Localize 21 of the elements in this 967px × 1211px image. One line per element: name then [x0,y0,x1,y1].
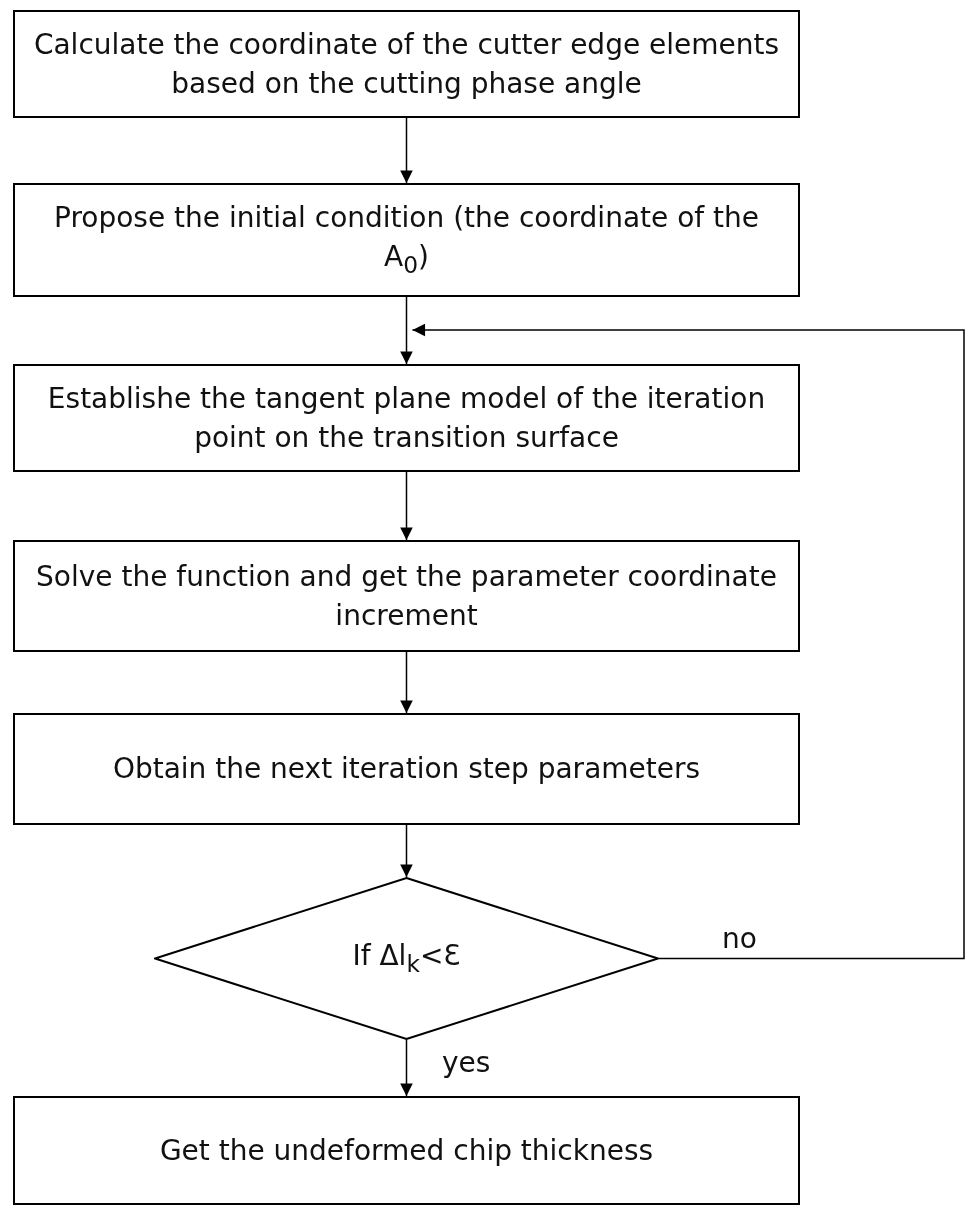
step-text: Propose the initial condition (the coordinate of the A$_{0}$) [53,200,760,282]
step-text: Calculate the coordinate of the cutter edge elements based on the cutting phase angle [32,26,781,102]
arrow [400,1039,413,1097]
arrow [400,824,413,878]
step-text: Solve the function and get the parameter coordinate increment [35,558,778,634]
arrow [400,117,413,184]
process-box [13,540,800,652]
step-text: Establishe the tangent plane model of the iteration point on the transition surface [46,380,767,456]
process-box [13,1096,800,1205]
process-box [13,364,800,472]
decision-text: If Δl$_{k}$<Ɛ [352,938,461,980]
decision-diamond [154,877,659,1040]
step-text: Get the undeformed chip thickness [159,1132,654,1169]
arrow [400,651,413,714]
step-text: Obtain the next iteration step parameters [112,751,701,788]
arrow [400,471,413,541]
arrow [411,323,965,960]
process-box [13,713,800,825]
process-box [13,10,800,118]
arrow [400,296,413,365]
process-box [13,183,800,297]
